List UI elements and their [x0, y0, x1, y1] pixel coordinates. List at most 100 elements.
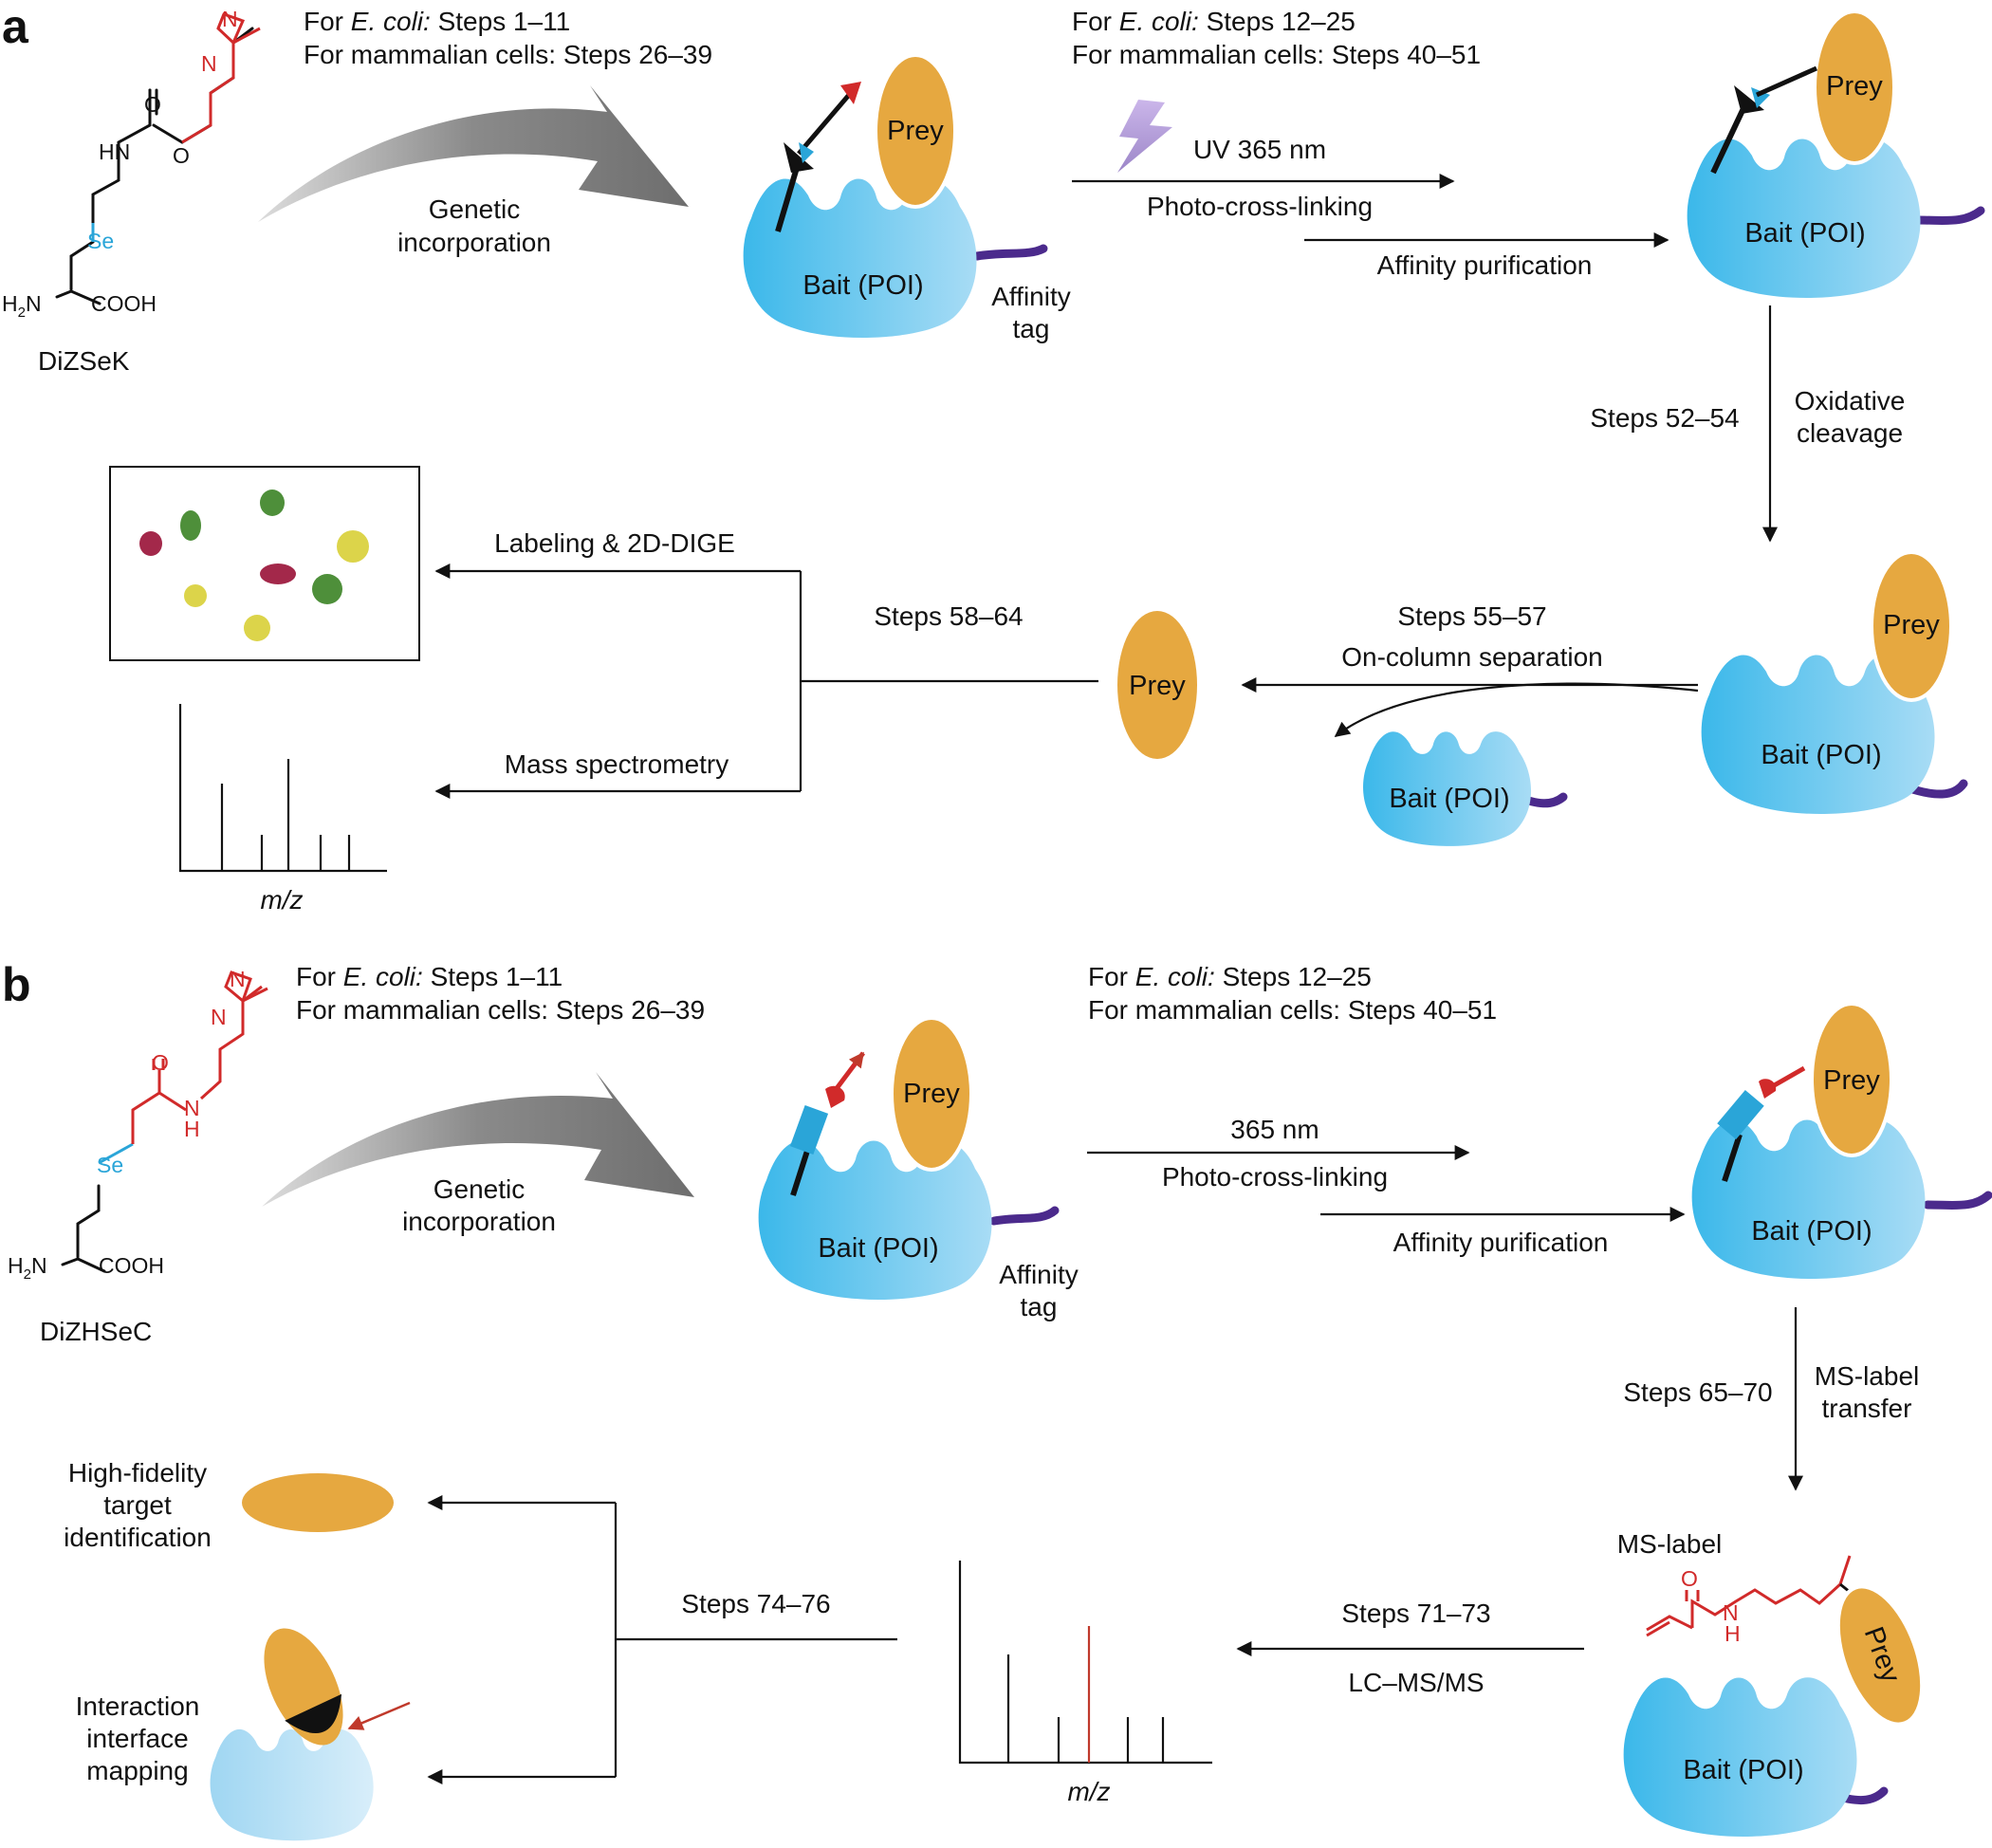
mapping-label: mapping	[86, 1756, 188, 1785]
prey-protein-icon	[890, 1016, 973, 1172]
bait-protein-icon	[210, 1728, 374, 1841]
uv-label: 365 nm	[1230, 1115, 1319, 1144]
gel-spot	[139, 531, 162, 556]
dizhsec-molecule: N N O N H Se H2N COOH DiZHSeC	[8, 967, 268, 1346]
transfer-label: transfer	[1822, 1394, 1912, 1423]
atom-hn: HN	[99, 139, 130, 164]
identification-label: identification	[64, 1523, 212, 1552]
dizsek-molecule: N N O O HN Se H2N COOH DiZSeK	[2, 7, 261, 376]
interface-mapping-icon	[210, 1628, 411, 1841]
bait-protein-icon	[743, 178, 977, 339]
steps-26-39-label: For mammalian cells: Steps 26–39	[304, 40, 712, 69]
uv-label: UV 365 nm	[1193, 135, 1326, 164]
prey-label: Prey	[1129, 671, 1186, 701]
genetic-incorporation-arrow	[258, 85, 689, 222]
interface-label: interface	[86, 1724, 188, 1753]
bait-label: Bait (POI)	[1751, 1216, 1872, 1247]
gel-spot	[244, 615, 270, 641]
atom-cooh: COOH	[99, 1253, 164, 1278]
atom-se: Se	[97, 1153, 123, 1177]
gel-spot	[184, 584, 207, 607]
on-column-label: On-column separation	[1341, 642, 1602, 672]
high-fidelity-label: High-fidelity	[68, 1458, 207, 1488]
ms-label-structure: O N H	[1646, 1555, 1867, 1646]
panel-b-label: b	[2, 958, 31, 1011]
prey-protein-icon	[874, 53, 957, 209]
photo-crosslinking-label: Photo-cross-linking	[1162, 1162, 1388, 1192]
atom-n: N	[201, 51, 217, 76]
prey-protein-icon	[1810, 1002, 1893, 1157]
atom-o: O	[173, 143, 190, 168]
prey-label: Prey	[1883, 610, 1940, 640]
prey-protein-icon	[1117, 611, 1197, 759]
prey-label: Prey	[1826, 71, 1883, 102]
labeling-label: Labeling & 2D-DIGE	[494, 528, 735, 558]
cleavage-label: cleavage	[1797, 418, 1903, 448]
ms-label-title: MS-label	[1617, 1529, 1722, 1559]
bait-protein-icon	[1691, 1119, 1926, 1280]
atom-cooh: COOH	[91, 291, 157, 316]
steps-1-11-label: For E. coli: Steps 1–11	[304, 7, 570, 36]
steps-40-51-label: For mammalian cells: Steps 40–51	[1088, 995, 1497, 1025]
prey-label: Prey	[887, 116, 944, 146]
genetic-incorporation-arrow	[262, 1072, 694, 1207]
genetic-label: Genetic	[433, 1174, 526, 1204]
gel-spot	[312, 574, 342, 604]
mz-axis-label: m/z	[260, 885, 303, 915]
gel-spot	[260, 490, 285, 516]
prey-protein-icon	[242, 1473, 394, 1532]
affinity-label: Affinity	[991, 282, 1071, 311]
steps-65-70-label: Steps 65–70	[1623, 1377, 1772, 1407]
steps-58-64-label: Steps 58–64	[874, 601, 1023, 631]
bait-prey-complex-2b: Prey Bait (POI)	[1691, 1002, 1992, 1280]
bait-label: Bait (POI)	[1761, 740, 1881, 770]
affinity-purification-label: Affinity purification	[1393, 1228, 1609, 1257]
atom-o: O	[152, 1050, 169, 1075]
mz-axis-label: m/z	[1067, 1777, 1110, 1806]
atom-o: O	[144, 92, 161, 117]
steps-55-57-label: Steps 55–57	[1397, 601, 1546, 631]
prey-protein-icon	[1813, 9, 1896, 165]
bait-prey-complex-1b: Prey Bait (POI)	[758, 1016, 1060, 1301]
interaction-label: Interaction	[76, 1691, 200, 1721]
bait-protein-icon	[758, 1140, 992, 1301]
interface-pointer-icon	[347, 1701, 411, 1730]
bait-prey-complex-3b: Prey Bait (POI)	[1623, 1584, 1925, 1838]
affinity-purification-label: Affinity purification	[1377, 250, 1593, 280]
steps-1-11-label: For E. coli: Steps 1–11	[296, 962, 563, 991]
steps-12-25-label: For E. coli: Steps 12–25	[1088, 962, 1372, 991]
lightning-bolt-icon	[1117, 100, 1172, 173]
lcms-label: LC–MS/MS	[1348, 1668, 1484, 1697]
mass-spectrum-a: m/z	[178, 704, 387, 915]
atom-h: H	[184, 1117, 200, 1141]
atom-n: N	[184, 1096, 200, 1120]
ms-label-label: MS-label	[1815, 1361, 1919, 1391]
steps-12-25-label: For E. coli: Steps 12–25	[1072, 7, 1356, 36]
bait-release-arrow	[1334, 682, 1699, 737]
steps-26-39-label: For mammalian cells: Steps 26–39	[296, 995, 705, 1025]
incorporation-label: incorporation	[397, 228, 551, 257]
affinity-label: Affinity	[999, 1260, 1079, 1289]
bait-label: Bait (POI)	[1683, 1755, 1803, 1785]
atom-o: O	[1681, 1566, 1698, 1591]
panel-a-label: a	[2, 0, 29, 53]
target-label: target	[103, 1490, 172, 1520]
gel-spot	[180, 510, 201, 541]
atom-se: Se	[87, 229, 114, 253]
atom-n: N	[222, 7, 238, 31]
atom-h2n: H2N	[2, 291, 42, 321]
prey-label: Prey	[1823, 1065, 1880, 1096]
photo-crosslinking-label: Photo-cross-linking	[1147, 192, 1373, 221]
freed-bait: Bait (POI)	[1363, 731, 1568, 846]
bait-label: Bait (POI)	[1744, 218, 1865, 249]
steps-71-73-label: Steps 71–73	[1341, 1599, 1490, 1628]
oxidative-label: Oxidative	[1795, 386, 1906, 416]
atom-n: N	[1723, 1600, 1739, 1625]
gel-spot	[337, 530, 369, 563]
steps-40-51-label: For mammalian cells: Steps 40–51	[1072, 40, 1481, 69]
affinity-tag-icon	[972, 244, 1048, 261]
atom-n: N	[230, 967, 246, 991]
prey-label: Prey	[903, 1079, 960, 1109]
